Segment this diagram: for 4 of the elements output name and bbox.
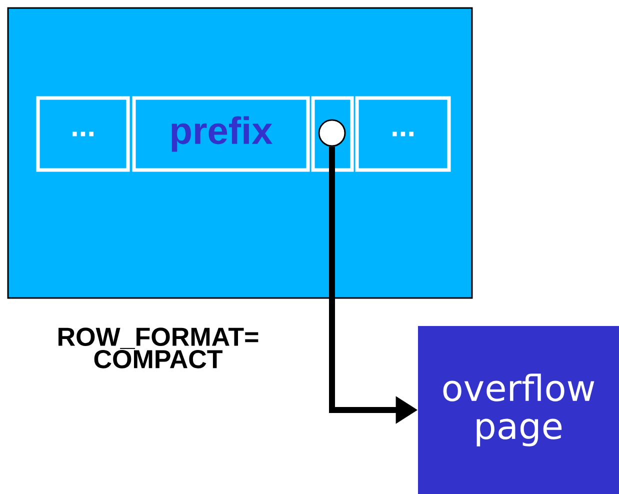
overflow-page-box: overflow page: [418, 326, 619, 494]
format-label: ROW_FORMAT= COMPACT: [58, 328, 258, 368]
pointer-circle: [318, 119, 346, 147]
row-cell: ...: [36, 96, 130, 172]
